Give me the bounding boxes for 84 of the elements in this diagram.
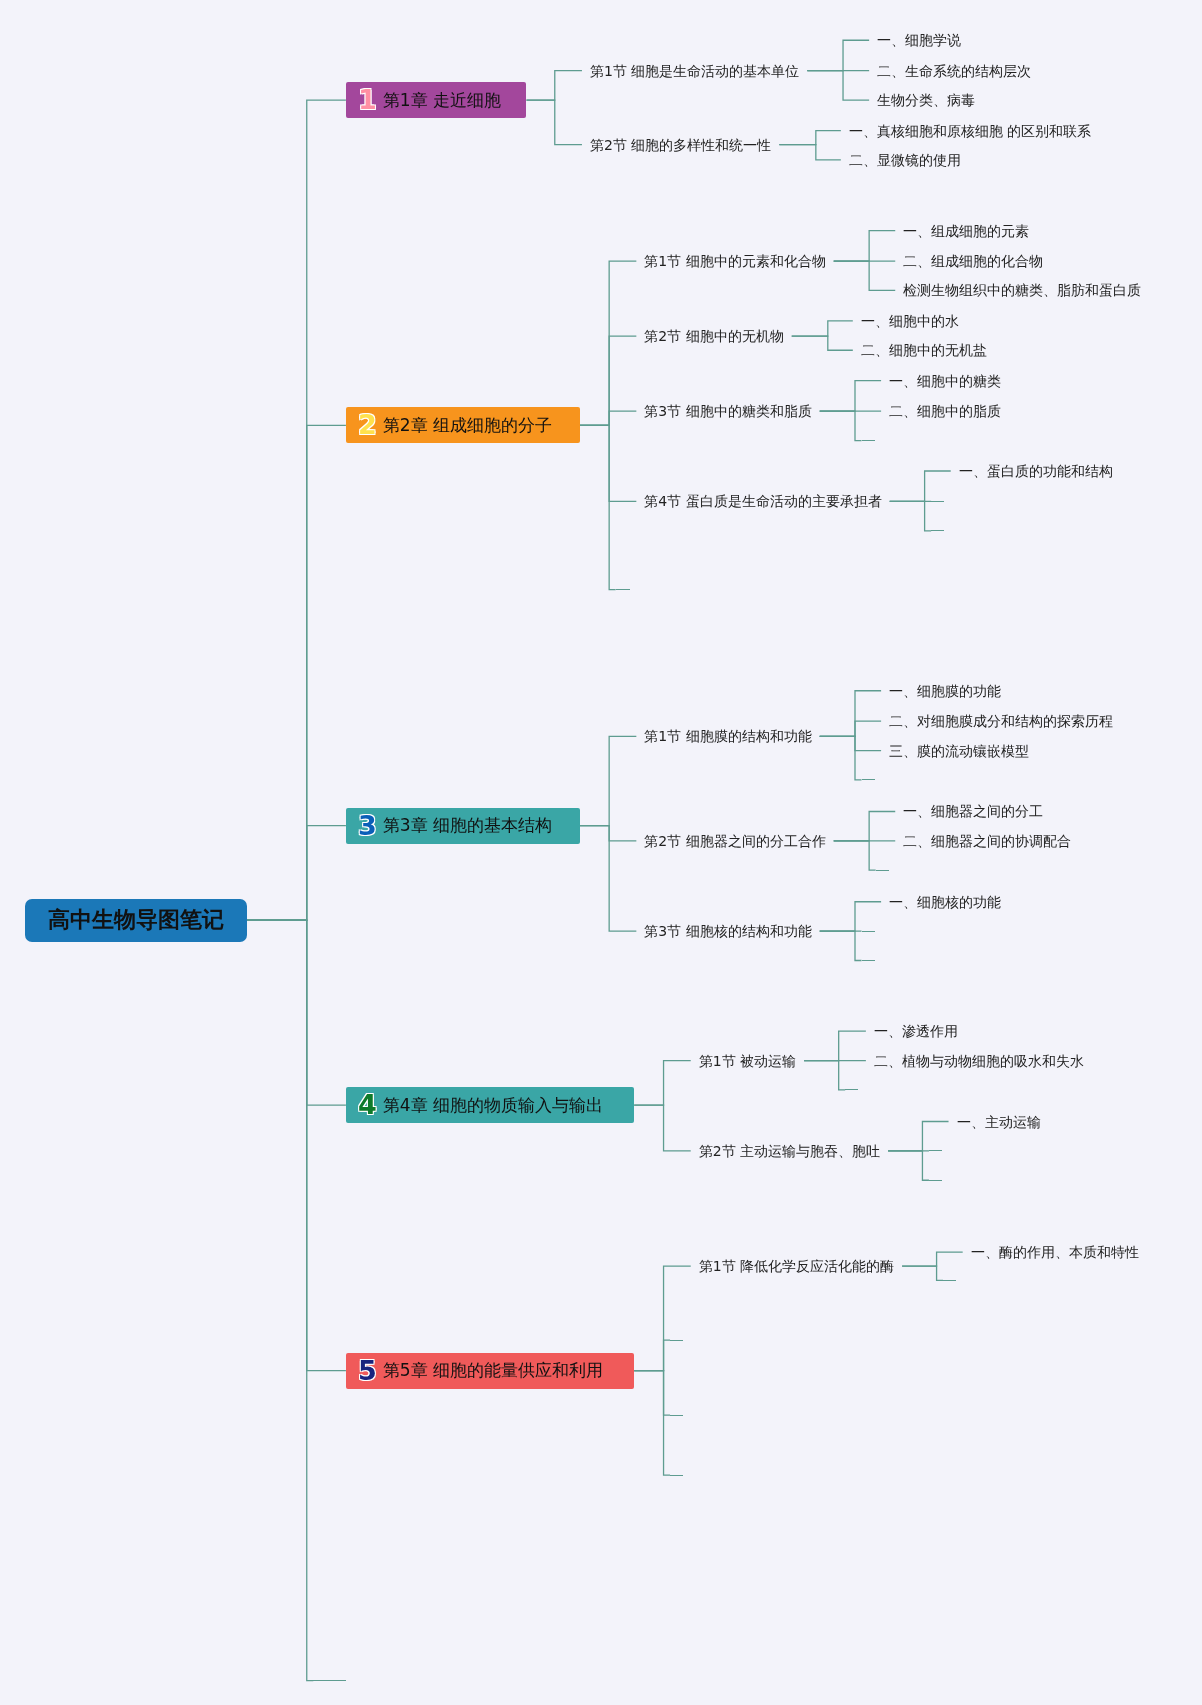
chapter-title: 第5章 细胞的能量供应和利用 <box>382 1359 603 1383</box>
topic-text: 第1节 细胞是生命活动的基本单位 <box>581 59 808 82</box>
chapter-title: 第1章 走近细胞 <box>382 88 501 112</box>
topic-text: 第2节 细胞器之间的分工合作 <box>636 829 834 852</box>
connector-line <box>819 930 863 962</box>
topic-text: 一、细胞器之间的分工 <box>895 800 1052 823</box>
connector-line <box>525 99 583 146</box>
connector-line <box>778 144 842 161</box>
connector-line <box>791 335 854 351</box>
chapter-number: 5 <box>357 1355 377 1386</box>
topic-text: 一、组成细胞的元素 <box>895 219 1038 242</box>
chapter-number: 1 <box>357 85 377 116</box>
topic-text: 一、细胞学说 <box>869 29 970 52</box>
topic-text: 第2节 细胞中的无机物 <box>636 325 792 348</box>
topic-text: 二、细胞器之间的协调配合 <box>895 829 1080 852</box>
connector-line <box>806 70 870 101</box>
topic-text: 第4节 蛋白质是生命活动的主要承担者 <box>636 490 890 513</box>
topic-text: 检测生物组织中的糖类、脂肪和蛋白质 <box>895 279 1150 302</box>
empty-branch-line <box>928 1179 942 1181</box>
topic-text: 第1节 被动运输 <box>690 1049 805 1072</box>
empty-branch-line <box>931 500 945 502</box>
topic-text: 第1节 细胞中的元素和化合物 <box>636 250 834 273</box>
topic-text: 一、酶的作用、本质和特性 <box>962 1241 1147 1264</box>
topic-text: 第3节 细胞核的结构和功能 <box>636 920 820 943</box>
empty-branch-line <box>670 1339 684 1341</box>
topic-text: 二、细胞中的无机盐 <box>852 339 995 362</box>
connector-line <box>833 260 896 292</box>
connector-line <box>819 410 863 442</box>
topic-text: 一、细胞中的糖类 <box>881 369 1010 392</box>
empty-branch-line <box>928 1150 942 1152</box>
topic-text: 二、细胞中的脂质 <box>881 400 1010 423</box>
topic-text: 二、显微镜的使用 <box>840 148 969 171</box>
topic-text: 第3节 细胞中的糖类和脂质 <box>636 400 820 423</box>
topic-text: 二、生命系统的结构层次 <box>869 59 1040 82</box>
empty-branch-line <box>931 530 945 532</box>
chapter-box <box>345 1352 635 1389</box>
topic-text: 二、对细胞膜成分和结构的探索历程 <box>881 710 1122 733</box>
connector-line <box>579 824 637 932</box>
empty-branch-line <box>615 589 630 591</box>
empty-branch-line <box>861 779 875 781</box>
topic-text: 一、主动运输 <box>948 1110 1049 1133</box>
topic-text: 生物分类、病毒 <box>869 89 984 112</box>
chapter-title: 第2章 组成细胞的分子 <box>382 413 552 437</box>
topic-text: 一、细胞核的功能 <box>881 890 1010 913</box>
connector-line <box>633 1369 671 1476</box>
empty-branch-line <box>861 440 875 442</box>
empty-branch-line <box>875 869 889 871</box>
connector-line <box>803 1059 846 1091</box>
empty-branch-line <box>845 1089 859 1091</box>
connector-line <box>901 1265 944 1281</box>
connector-line <box>887 1150 930 1181</box>
chapter-title: 第4章 细胞的物质输入与输出 <box>382 1093 603 1117</box>
chapter-box <box>345 807 580 844</box>
connector-line <box>833 840 877 871</box>
empty-branch-line <box>313 1680 346 1682</box>
connector-line <box>889 500 932 532</box>
chapter-number: 3 <box>357 810 377 841</box>
chapter-number: 2 <box>357 410 377 441</box>
chapter-box <box>345 1087 635 1124</box>
topic-text: 二、植物与动物细胞的吸水和失水 <box>865 1049 1092 1072</box>
empty-branch-line <box>670 1474 684 1476</box>
topic-text: 第1节 降低化学反应活化能的酶 <box>690 1255 903 1278</box>
empty-branch-line <box>943 1279 957 1281</box>
topic-text: 二、组成细胞的化合物 <box>895 250 1052 273</box>
topic-text: 一、细胞膜的功能 <box>881 679 1010 702</box>
topic-text: 一、真核细胞和原核细胞 的区别和联系 <box>840 119 1100 142</box>
connector-line <box>819 735 863 781</box>
topic-text: 第1节 细胞膜的结构和功能 <box>636 725 820 748</box>
topic-text: 一、蛋白质的功能和结构 <box>950 460 1121 482</box>
chapter-title: 第3章 细胞的基本结构 <box>382 814 552 838</box>
root-topic-box: 高中生物导图笔记 <box>25 898 247 942</box>
topic-text: 一、细胞中的水 <box>852 309 967 332</box>
chapter-box <box>345 407 580 444</box>
topic-text: 三、膜的流动镶嵌模型 <box>881 739 1038 762</box>
topic-text: 第2节 主动运输与胞吞、胞吐 <box>690 1139 889 1162</box>
topic-text: 一、渗透作用 <box>865 1020 966 1043</box>
topic-text: 第2节 细胞的多样性和统一性 <box>581 133 780 156</box>
empty-branch-line <box>861 930 875 932</box>
chapter-number: 4 <box>357 1090 377 1121</box>
connector-line <box>579 424 617 591</box>
chapter-box <box>345 82 527 118</box>
empty-branch-line <box>670 1414 684 1416</box>
connector-line <box>633 1104 692 1152</box>
empty-branch-line <box>861 960 875 961</box>
